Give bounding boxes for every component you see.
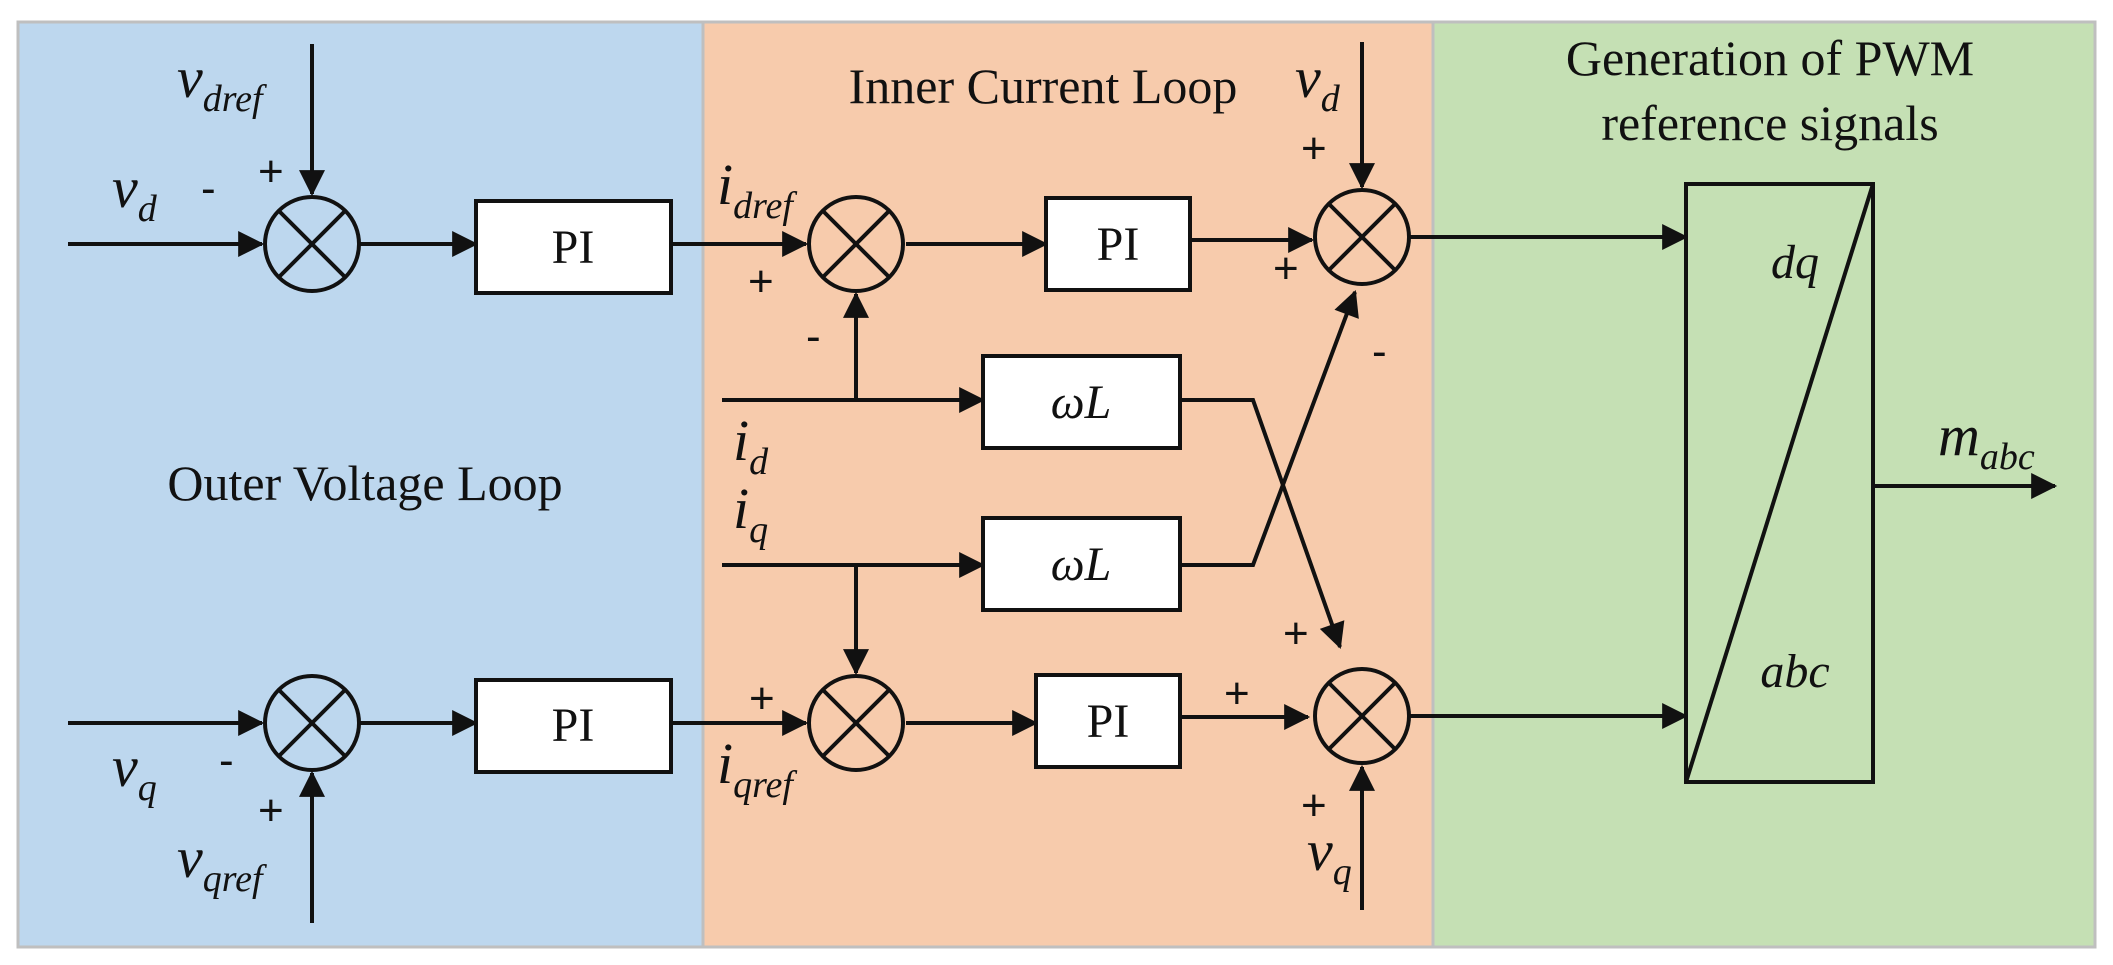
pwm-title-line1: Generation of PWM <box>1566 30 1974 86</box>
label-vqref: vqref <box>177 825 267 900</box>
label-mabc-output: mabc <box>1938 403 2035 478</box>
sign-sum2-vq: - <box>219 736 234 785</box>
summing-junction-4 <box>807 674 905 772</box>
wire-wl-bottom-to-sum5 <box>1180 289 1359 567</box>
svg-text:PI: PI <box>552 699 595 752</box>
label-vd-input: vd <box>112 155 158 230</box>
label-vd-feedforward: vd <box>1295 45 1341 120</box>
sign-sum1-vd: - <box>201 164 216 213</box>
label-iq: iq <box>733 476 768 551</box>
sign-sum3-id: - <box>806 312 821 361</box>
sign-sum6-vq: + <box>1301 781 1327 830</box>
wl-block-bottom: ωL <box>981 516 1182 612</box>
sign-sum5-vd: + <box>1301 124 1327 173</box>
pi-block-outer-q: PI <box>474 678 673 774</box>
sign-sum5-pi: + <box>1273 244 1299 293</box>
label-vq-input: vq <box>112 734 157 809</box>
svg-text:PI: PI <box>1097 218 1140 271</box>
label-vdref: vdref <box>177 45 267 120</box>
label-id: id <box>733 408 769 483</box>
summing-junction-2 <box>263 674 361 772</box>
dq-to-abc-transform-block: dq abc <box>1684 182 1875 784</box>
summing-junction-1 <box>263 195 361 293</box>
summing-junction-5 <box>1313 188 1411 286</box>
pwm-title-line2: reference signals <box>1601 95 1938 151</box>
inner-loop-title: Inner Current Loop <box>849 58 1238 114</box>
transform-abc-label: abc <box>1760 645 1829 698</box>
svg-text:PI: PI <box>1087 695 1130 748</box>
svg-text:ωL: ωL <box>1051 376 1112 429</box>
inner-current-loop-region <box>701 20 1435 949</box>
sign-sum1-vdref: + <box>258 147 284 196</box>
sign-sum3-idref: + <box>748 257 774 306</box>
sign-sum6-cross: + <box>1283 609 1309 658</box>
sign-sum4-iqref: + <box>749 674 775 723</box>
sign-sum6-pi: + <box>1224 669 1250 718</box>
sign-sum2-vqref: + <box>258 786 284 835</box>
wire-wl-top-to-sum6 <box>1180 398 1345 650</box>
label-iqref: iqref <box>717 731 797 806</box>
sign-sum5-cross: - <box>1372 327 1387 376</box>
pi-block-outer-d: PI <box>474 199 673 295</box>
label-idref: idref <box>717 152 797 227</box>
outer-loop-title: Outer Voltage Loop <box>167 455 562 511</box>
wl-block-top: ωL <box>981 354 1182 450</box>
pi-block-inner-q: PI <box>1034 673 1182 769</box>
outer-voltage-loop-region <box>16 20 705 949</box>
summing-junction-6 <box>1313 667 1411 765</box>
svg-text:ωL: ωL <box>1051 538 1112 591</box>
svg-text:PI: PI <box>552 221 595 274</box>
summing-junction-3 <box>807 195 905 293</box>
pi-block-inner-d: PI <box>1044 196 1192 292</box>
transform-dq-label: dq <box>1771 236 1819 289</box>
label-vq-feedforward: vq <box>1307 818 1352 893</box>
